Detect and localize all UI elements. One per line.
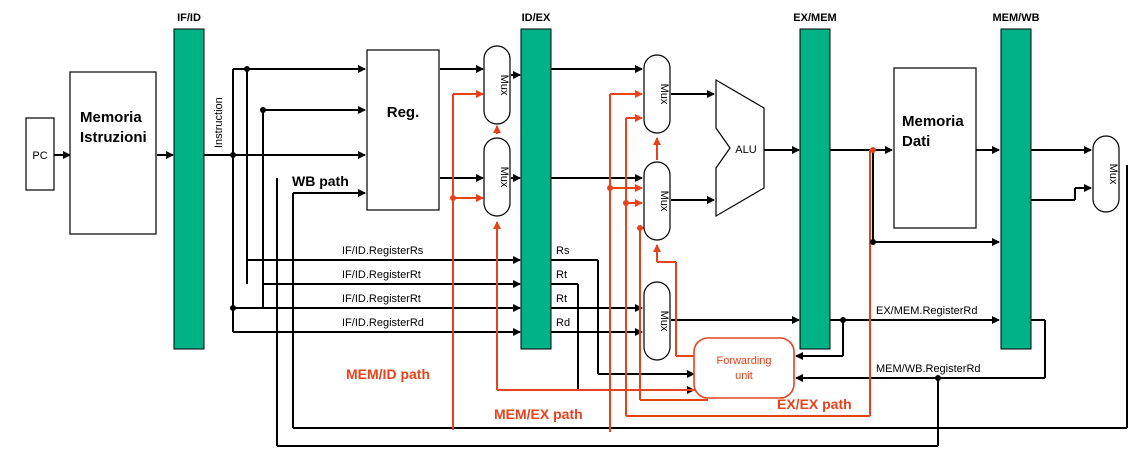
wb-path-label: WB path: [292, 173, 349, 189]
if-id-rt-label-1: IF/ID.RegisterRt: [342, 269, 421, 281]
if-id-label: IF/ID: [177, 12, 201, 24]
mux-wb: [1092, 135, 1120, 213]
forwarding-unit-label-1: Forwarding: [716, 355, 771, 367]
mux-ex-a: [643, 54, 671, 134]
ex-mem-rd-label: EX/MEM.RegisterRd: [876, 305, 977, 317]
data-memory-label-1: Memoria: [902, 113, 964, 130]
mux-id-b: [483, 137, 511, 217]
register-file-label: Reg.: [387, 104, 420, 121]
register-file-box: [366, 49, 440, 211]
instruction-label: Instruction: [213, 97, 225, 148]
if-id-rt-label-2: IF/ID.RegisterRt: [342, 293, 421, 305]
if-id-rd-label: IF/ID.RegisterRd: [342, 317, 424, 329]
rd-label: Rd: [556, 317, 570, 329]
if-id-rs-label: IF/ID.RegisterRs: [342, 245, 424, 257]
alu-shape: [715, 78, 765, 218]
rt-label-1: Rt: [556, 269, 567, 281]
ex-mem-register: [799, 28, 831, 350]
diagram-labels: IF/ID ID/EX EX/MEM MEM/WB PC Memoria Ist…: [32, 12, 1119, 422]
data-memory-label-2: Dati: [902, 133, 930, 150]
mux-ex-b: [643, 161, 671, 241]
rt-label-2: Rt: [556, 293, 567, 305]
forwarding-unit-label-2: unit: [735, 370, 753, 382]
mem-ex-path-label: MEM/EX path: [494, 406, 583, 422]
instruction-memory-box: [69, 71, 157, 235]
mem-id-path-label: MEM/ID path: [346, 366, 430, 382]
mux-dest-reg-label: Mux: [658, 311, 670, 332]
pc-box: [25, 117, 55, 191]
mux-ex-b-label: Mux: [658, 191, 670, 212]
junction-dots: [230, 66, 941, 381]
alu-label: ALU: [735, 144, 756, 156]
mux-id-a: [483, 45, 511, 125]
mux-id-a-label: Mux: [498, 75, 510, 96]
mem-wb-rd-label: MEM/WB.RegisterRd: [876, 363, 981, 375]
data-memory-box: [893, 67, 977, 229]
mux-id-b-label: Mux: [498, 167, 510, 188]
mem-wb-label: MEM/WB: [992, 12, 1039, 24]
mux-dest-reg: [643, 281, 671, 361]
ex-mem-label: EX/MEM: [793, 12, 836, 24]
forwarding-unit-box: [693, 337, 795, 399]
instruction-memory-label-1: Memoria: [80, 109, 142, 126]
pipeline-registers: [173, 28, 1032, 350]
mux-wb-label: Mux: [1107, 164, 1119, 185]
mem-wb-register: [1000, 28, 1032, 350]
rs-label: Rs: [556, 245, 570, 257]
id-ex-register: [520, 28, 552, 350]
instruction-memory-label-2: Istruzioni: [80, 129, 147, 146]
mux-ex-a-label: Mux: [658, 84, 670, 105]
if-id-register: [173, 28, 205, 350]
ex-ex-path-label: EX/EX path: [777, 396, 852, 412]
pc-label: PC: [32, 150, 47, 162]
id-ex-label: ID/EX: [522, 12, 551, 24]
